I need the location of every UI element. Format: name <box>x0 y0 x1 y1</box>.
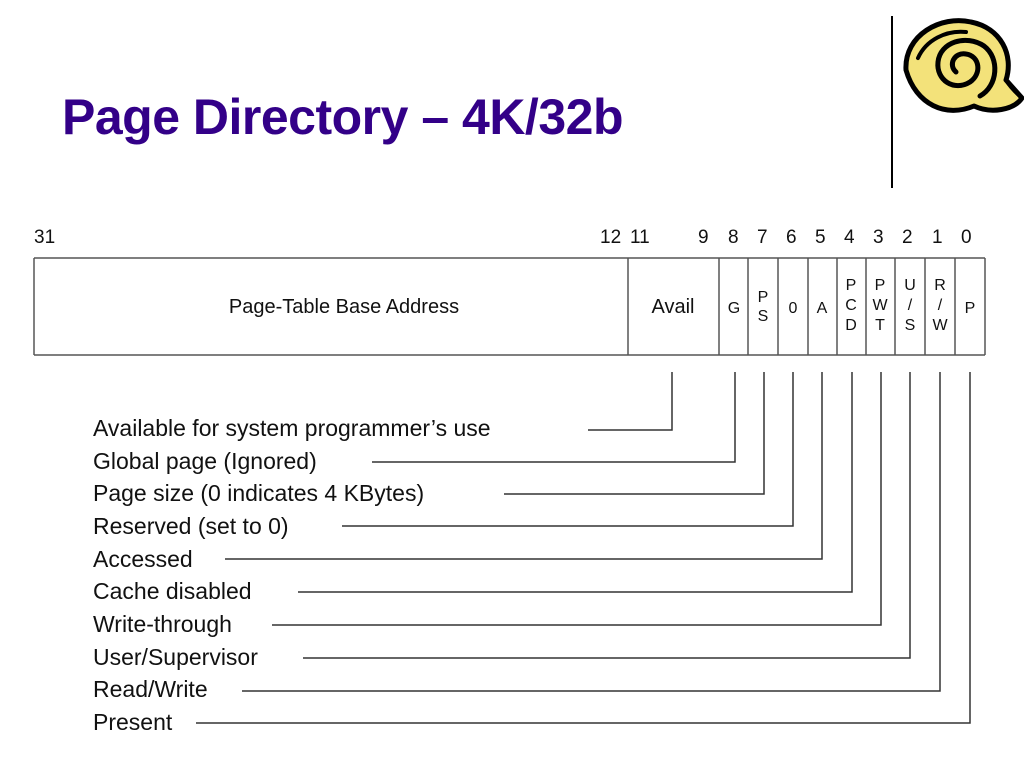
field-ps-line-1: P <box>758 289 769 306</box>
bit-number-0: 0 <box>961 227 972 248</box>
field-us-line-1: U <box>904 277 916 294</box>
description-pcd: Cache disabled <box>93 578 252 604</box>
description-us: User/Supervisor <box>93 644 258 670</box>
slide-title: Page Directory – 4K/32b <box>62 89 624 145</box>
field-pcd-line-3: D <box>845 317 857 334</box>
field-pcd-line-2: C <box>845 297 857 314</box>
leader-p <box>196 372 971 724</box>
field-descriptions: Available for system programmer’s use Gl… <box>93 415 491 735</box>
leader-a <box>225 372 823 560</box>
field-us-line-3: S <box>905 317 916 334</box>
field-avail: Avail <box>652 296 695 318</box>
bit-number-9: 9 <box>698 227 709 248</box>
field-page-table-base-address: Page-Table Base Address <box>229 296 459 318</box>
description-pwt: Write-through <box>93 611 232 637</box>
field-a: A <box>817 300 828 317</box>
field-pwt-line-3: T <box>875 317 885 334</box>
bit-number-3: 3 <box>873 227 884 248</box>
field-pwt-line-1: P <box>875 277 886 294</box>
bit-number-6: 6 <box>786 227 797 248</box>
description-avail: Available for system programmer’s use <box>93 415 491 441</box>
description-ps: Page size (0 indicates 4 KBytes) <box>93 480 424 506</box>
field-p: P <box>965 300 976 317</box>
field-labels: Page-Table Base Address Avail G P S 0 A … <box>229 277 975 334</box>
bit-number-7: 7 <box>757 227 768 248</box>
leader-rw <box>242 372 941 692</box>
field-us-line-2: / <box>908 297 913 314</box>
bit-number-4: 4 <box>844 227 855 248</box>
leader-us <box>303 372 911 659</box>
scroll-logo-icon <box>903 18 1024 113</box>
bit-number-8: 8 <box>728 227 739 248</box>
field-rw-line-2: / <box>938 297 943 314</box>
leader-pwt <box>272 372 882 626</box>
register-box <box>33 257 986 356</box>
bit-number-31: 31 <box>34 227 55 248</box>
leader-pcd <box>298 372 853 593</box>
field-pwt-line-2: W <box>872 297 888 314</box>
field-g: G <box>728 300 740 317</box>
leader-avail <box>588 372 673 431</box>
leader-zero <box>342 372 794 527</box>
field-ps-line-2: S <box>758 308 769 325</box>
leader-lines <box>196 372 971 724</box>
description-p: Present <box>93 709 173 735</box>
leader-g <box>372 372 736 463</box>
bit-number-1: 1 <box>932 227 943 248</box>
bit-number-labels: 31 12 11 9 8 7 6 5 4 3 2 1 0 <box>34 227 972 248</box>
description-g: Global page (Ignored) <box>93 448 317 474</box>
field-zero: 0 <box>789 300 798 317</box>
bit-number-5: 5 <box>815 227 826 248</box>
bit-number-11: 11 <box>630 227 650 248</box>
leader-ps <box>504 372 765 495</box>
bit-number-12: 12 <box>600 227 621 248</box>
title-divider <box>891 16 893 188</box>
description-a: Accessed <box>93 546 193 572</box>
description-zero: Reserved (set to 0) <box>93 513 289 539</box>
field-pcd-line-1: P <box>846 277 857 294</box>
field-rw-line-1: R <box>934 277 946 294</box>
bit-number-2: 2 <box>902 227 913 248</box>
description-rw: Read/Write <box>93 676 208 702</box>
field-rw-line-3: W <box>932 317 948 334</box>
